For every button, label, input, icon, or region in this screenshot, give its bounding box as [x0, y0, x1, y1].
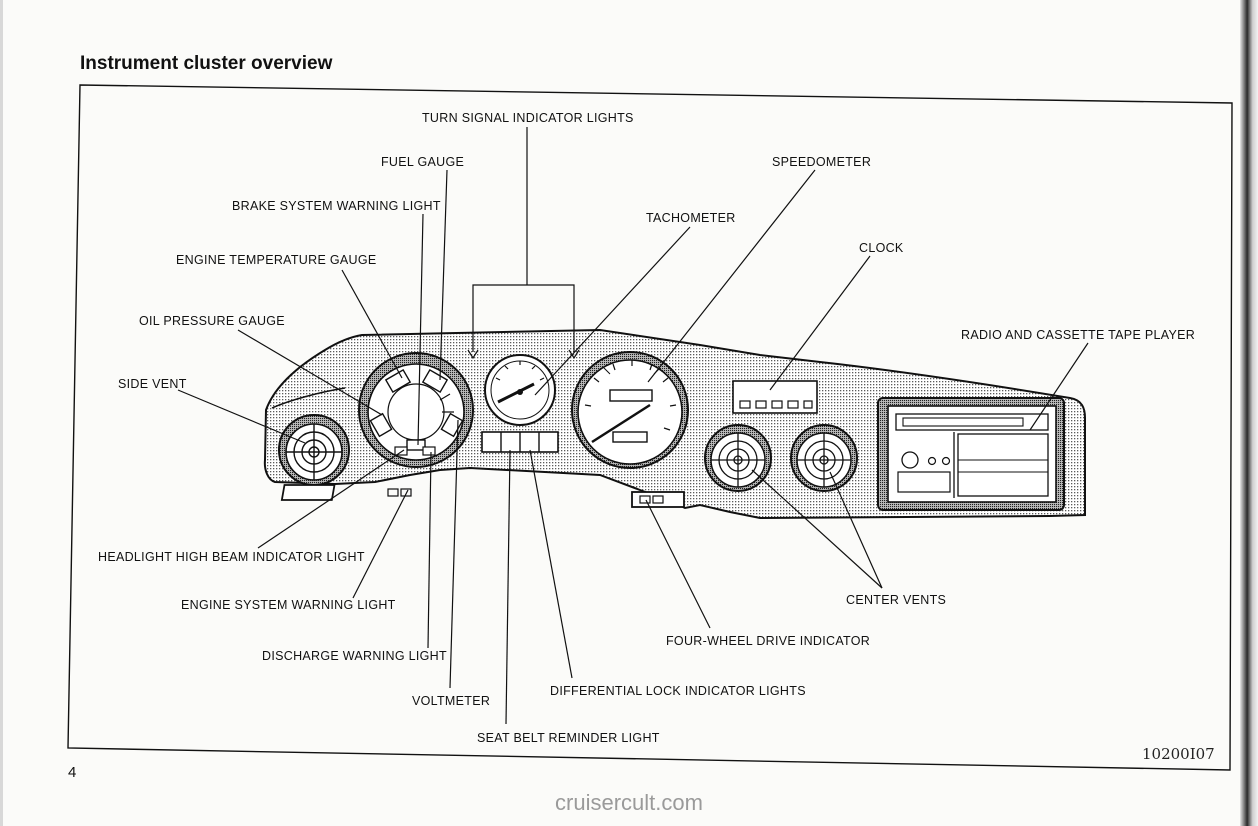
- label-turn-signal-indicator-lights: TURN SIGNAL INDICATOR LIGHTS: [422, 111, 634, 125]
- combination-gauge: [358, 352, 474, 468]
- figure-frame: [67, 84, 1233, 771]
- side-vent: [278, 414, 350, 486]
- center-vent-left: [704, 424, 772, 492]
- center-vent-right: [790, 424, 858, 492]
- label-engine-temperature-gauge: ENGINE TEMPERATURE GAUGE: [176, 253, 377, 267]
- label-differential-lock-indicator-lights: DIFFERENTIAL LOCK INDICATOR LIGHTS: [550, 684, 806, 698]
- label-speedometer: SPEEDOMETER: [772, 155, 871, 169]
- label-center-vents: CENTER VENTS: [846, 593, 946, 607]
- page-binding-edge: [1240, 0, 1258, 826]
- label-voltmeter: VOLTMETER: [412, 694, 490, 708]
- label-oil-pressure-gauge: OIL PRESSURE GAUGE: [139, 314, 285, 328]
- label-clock: CLOCK: [859, 241, 904, 255]
- label-fuel-gauge: FUEL GAUGE: [381, 155, 464, 169]
- engine-warning-pod: [280, 484, 412, 501]
- clock: [732, 380, 818, 414]
- label-radio-and-cassette-tape-player: RADIO AND CASSETTE TAPE PLAYER: [961, 328, 1195, 342]
- label-side-vent: SIDE VENT: [118, 377, 187, 391]
- label-four-wheel-drive-indicator: FOUR-WHEEL DRIVE INDICATOR: [666, 634, 870, 648]
- label-headlight-high-beam-indicator-light: HEADLIGHT HIGH BEAM INDICATOR LIGHT: [98, 550, 365, 564]
- radio-cassette-player: [877, 397, 1065, 511]
- label-discharge-warning-light: DISCHARGE WARNING LIGHT: [262, 649, 447, 663]
- speedometer: [571, 351, 689, 469]
- page-number: 4: [68, 764, 77, 781]
- tachometer: [484, 354, 556, 426]
- watermark: cruisercult.com: [555, 790, 703, 815]
- figure-code: 10200I07: [1142, 745, 1215, 763]
- label-seat-belt-reminder-light: SEAT BELT REMINDER LIGHT: [477, 731, 660, 745]
- page-edge-left: [0, 0, 3, 826]
- label-brake-system-warning-light: BRAKE SYSTEM WARNING LIGHT: [232, 199, 441, 213]
- label-tachometer: TACHOMETER: [646, 211, 736, 225]
- page-title: Instrument cluster overview: [80, 53, 333, 74]
- indicator-strip: [481, 431, 559, 453]
- four-wheel-drive-pod: [631, 491, 685, 508]
- leader-lines: [177, 127, 1089, 725]
- label-engine-system-warning-light: ENGINE SYSTEM WARNING LIGHT: [181, 598, 396, 612]
